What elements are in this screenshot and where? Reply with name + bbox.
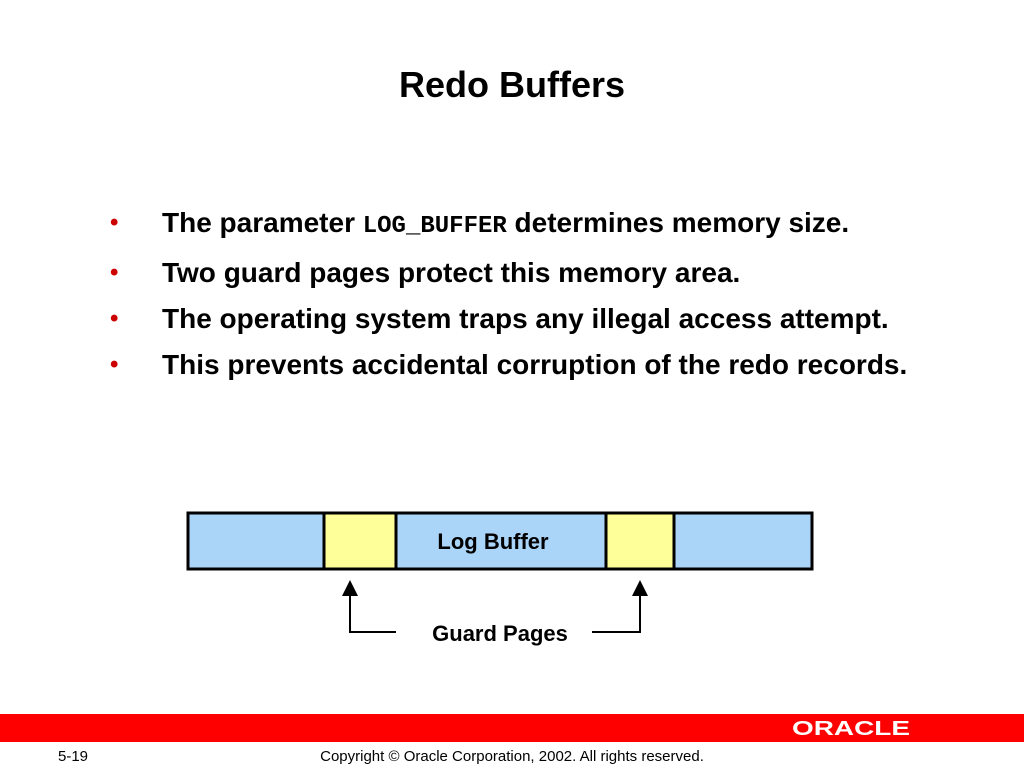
bullet-item: • Two guard pages protect this memory ar… — [110, 254, 910, 291]
bullet-icon: • — [110, 209, 119, 236]
bullet-icon: • — [110, 351, 119, 378]
bullet-text-post: determines memory size. — [506, 207, 850, 238]
guard-pages-label: Guard Pages — [432, 621, 568, 646]
memory-segment-left — [186, 511, 326, 571]
bullet-list: • The parameter LOG_BUFFER determines me… — [110, 204, 910, 392]
bullet-text: Two guard pages protect this memory area… — [162, 257, 741, 288]
copyright-text: Copyright © Oracle Corporation, 2002. Al… — [320, 748, 704, 765]
parameter-code: LOG_BUFFER — [362, 213, 507, 240]
bullet-text: The operating system traps any illegal a… — [162, 303, 889, 334]
guard-page-left — [322, 511, 398, 571]
oracle-logo-icon: ORACLE — [792, 718, 910, 738]
memory-segment-right — [672, 511, 814, 571]
page-number: 5-19 — [58, 748, 89, 765]
bullet-text: This prevents accidental corruption of t… — [162, 349, 908, 380]
log-buffer-label: Log Buffer — [437, 529, 549, 554]
bullet-item: • This prevents accidental corruption of… — [110, 346, 910, 383]
bullet-icon: • — [110, 259, 119, 286]
bullet-text-pre: The parameter — [162, 207, 363, 238]
oracle-logo: ORACLE — [792, 718, 916, 738]
footer-bar — [0, 714, 1024, 742]
slide-title: Redo Buffers — [398, 64, 626, 105]
guard-arrow-left — [342, 580, 396, 633]
guard-arrow-right — [592, 580, 648, 633]
bullet-item: • The operating system traps any illegal… — [110, 300, 910, 337]
bullet-item: • The parameter LOG_BUFFER determines me… — [110, 204, 910, 245]
log-buffer-segment — [394, 511, 608, 571]
oracle-logo-text: ORACLE — [792, 718, 910, 738]
bullet-icon: • — [110, 305, 119, 332]
guard-page-right — [604, 511, 676, 571]
